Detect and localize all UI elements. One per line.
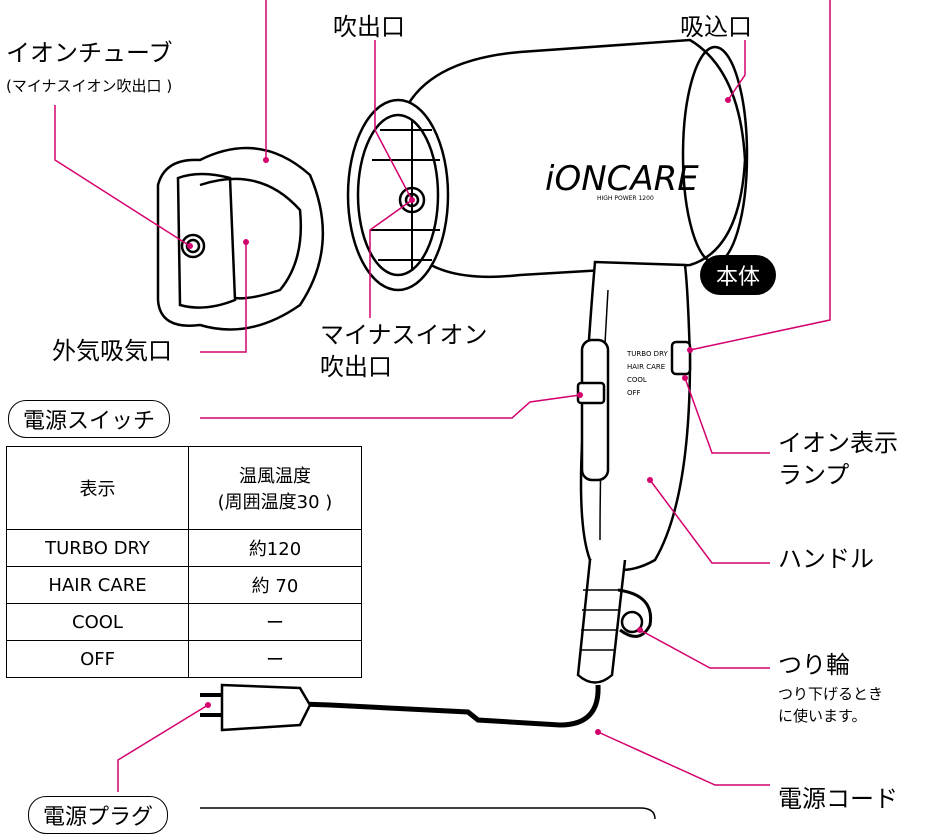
table-row: OFF ー (6, 640, 362, 678)
switch-mark-haircare: HAIR CARE (627, 363, 665, 371)
hanging-ring-note-2: に使います。 (778, 707, 867, 725)
ion-tube-label: イオンチューブ (6, 39, 173, 67)
plug-label-frame (200, 807, 656, 819)
header-display: 表示 (6, 446, 189, 530)
body-badge: 本体 (700, 255, 777, 295)
power-switch-label: 電源スイッチ (8, 400, 171, 438)
outlet-label: 吹出口 (333, 13, 405, 41)
power-plug-label: 電源プラグ (28, 796, 169, 834)
ion-tube-note: (マイナスイオン吹出口 ) (6, 77, 173, 95)
table-header-row: 表示 温風温度 (周囲温度30 ) (6, 446, 362, 530)
minus-ion-outlet-label-1: マイナスイオン (320, 321, 488, 349)
minus-ion-outlet-label-2: 吹出口 (320, 353, 392, 381)
table-row: TURBO DRY 約120 (6, 529, 362, 567)
row-temp: ー (188, 603, 362, 641)
outside-air-intake-label: 外気吸気口 (52, 337, 172, 365)
row-mode: TURBO DRY (6, 529, 189, 567)
handle-label: ハンドル (778, 545, 874, 573)
leader-lines (54, 0, 831, 792)
switch-mark-off: OFF (627, 389, 641, 397)
ion-lamp-label-1: イオン表示 (778, 429, 898, 457)
dryer-body (200, 38, 749, 732)
brand-logo: iONCARE (545, 159, 699, 199)
header-temp: 温風温度 (周囲温度30 ) (188, 446, 362, 530)
table-row: COOL ー (6, 603, 362, 641)
ion-tube-attachment (156, 146, 325, 331)
brand-subtitle: HIGH POWER 1200 (597, 195, 654, 202)
row-mode: OFF (6, 640, 189, 678)
switch-mark-cool: COOL (627, 376, 647, 384)
row-mode: HAIR CARE (6, 566, 189, 604)
temperature-table: 表示 温風温度 (周囲温度30 ) TURBO DRY 約120 HAIR CA… (6, 446, 362, 678)
ion-lamp-label-2: ランプ (778, 461, 850, 489)
header-temp-note: (周囲温度30 ) (217, 492, 333, 513)
leader-dots (187, 97, 731, 735)
table-row: HAIR CARE 約 70 (6, 566, 362, 604)
switch-mark-turbo: TURBO DRY (626, 350, 668, 358)
header-temp-title: 温風温度 (239, 466, 311, 487)
row-temp: 約 70 (188, 566, 362, 604)
hanging-ring-note-1: つり下げるとき (778, 685, 884, 703)
row-temp: 約120 (188, 529, 362, 567)
row-temp: ー (188, 640, 362, 678)
intake-label: 吸込口 (680, 13, 752, 41)
switch-markings: TURBO DRY HAIR CARE COOL OFF (626, 350, 668, 397)
row-mode: COOL (6, 603, 189, 641)
power-cord-label: 電源コード (778, 785, 898, 813)
hanging-ring-label: つり輪 (778, 651, 850, 679)
